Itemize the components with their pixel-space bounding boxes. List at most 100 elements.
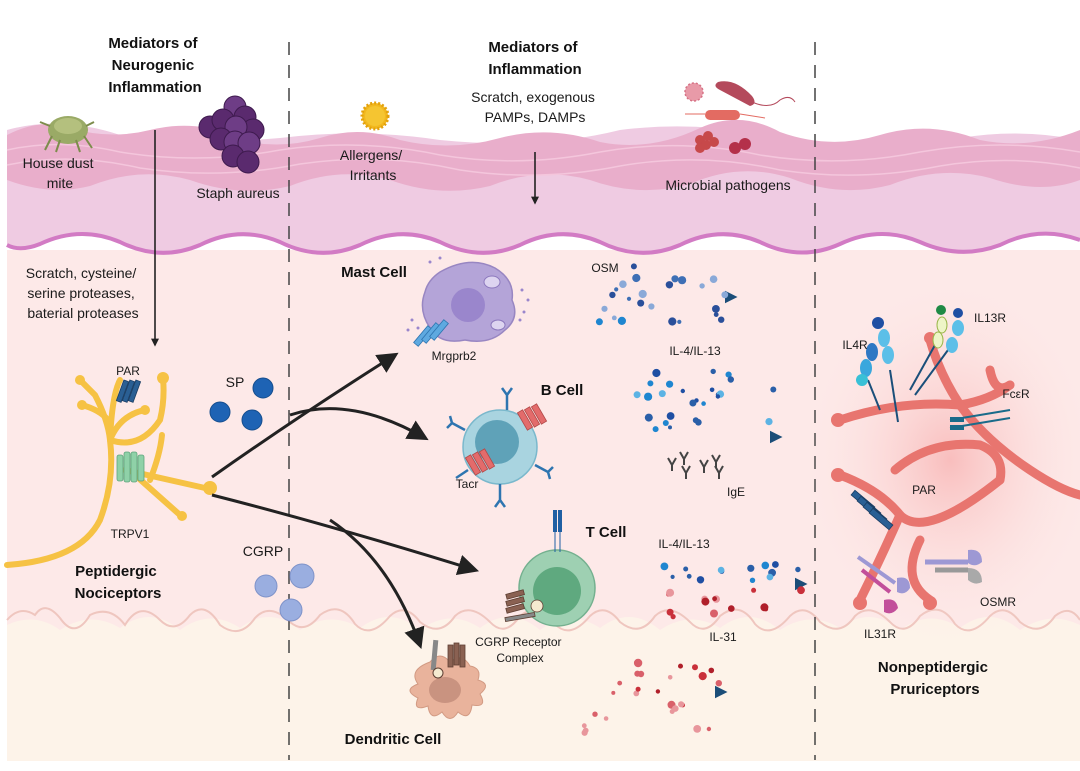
t-cell-label: T Cell [586,524,627,541]
cytokine-particle [668,317,677,326]
peptidergic-neuron [4,375,208,568]
cytokine-particle [581,723,587,729]
cytokine-particle [795,566,801,573]
cytokine-particle [710,609,718,618]
cytokine-particle [686,573,692,579]
cytokine-particle [666,380,674,388]
cytokine-particle [666,608,674,616]
peptidergic-nociceptors-label: Peptidergic Nociceptors [75,563,162,602]
cytokine-particle [635,686,641,692]
staph-aureus-icon [198,95,265,174]
cytokine-particle [667,675,673,680]
house-dust-mite-label: House dust mite [23,155,98,191]
cytokine-particle [637,670,645,678]
cytokine-particle [611,690,616,695]
cytokine-particle [632,273,641,283]
cytokine-particle [662,420,669,426]
ige-antibodies-icon [667,451,724,479]
il13r-label: IL13R [974,311,1006,325]
cytokine-particle [626,296,632,301]
cytokine-particle [666,588,675,597]
dendritic-cell-icon [409,639,486,719]
cytokine-particle [689,399,697,407]
trpv1-channel-icon [116,451,145,483]
il4-il13-b-label: IL-4/IL-13 [669,344,721,358]
neuron-terminals-right [831,332,937,610]
middle-panel-title: Mediators of Inflammation [488,39,581,78]
trpv1-label: TRPV1 [111,527,150,541]
cytokine-particle [658,390,666,398]
cytokine-particle [595,318,603,326]
nonpeptidergic-pruriceptors-label: Nonpeptidergic Pruriceptors [878,659,992,698]
il4r-receptor-icon [856,317,899,423]
cgrp-receptor-complex-label: CGRP Receptor Complex [475,635,565,665]
sp-label: SP [226,374,245,390]
cytokine-particle [670,614,676,620]
cytokine-particle [633,391,641,399]
cytokine-particle [619,280,627,289]
cytokine-particle [601,305,608,312]
cytokine-particle [611,315,617,321]
cytokine-particle [638,289,647,299]
il4-il13-b-particles [633,368,777,433]
cytokine-particle [617,680,623,686]
cytokine-particle [751,587,757,593]
cytokine-particle [647,380,654,387]
cytokine-particle [715,394,721,399]
cytokine-particle [696,576,705,584]
cytokine-particle [677,319,682,324]
cytokine-particle [765,418,773,426]
cytokine-particle [633,690,640,697]
microbial-pathogens-icon [684,81,796,154]
il4r-label: IL4R [842,338,868,352]
cytokine-particle [721,291,729,299]
fcer-receptor-icon [949,409,1011,430]
middle-panel: Mediators of Inflammation Scratch, exoge… [340,39,808,748]
cytokine-particle [581,729,588,736]
cytokine-particle [712,596,717,602]
mrgprb2-label: Mrgprb2 [432,349,477,363]
cytokine-particle [709,275,718,284]
par-receptor-icon [115,379,142,403]
cytokine-particle [678,276,687,285]
cytokine-particle [763,607,769,612]
cytokine-particle [727,376,734,383]
mrgprb2-receptor-icon [413,319,449,347]
cytokine-particle [660,562,669,571]
cytokine-particle [715,680,722,687]
dendritic-cell-label: Dendritic Cell [345,731,442,748]
cytokine-particle [644,413,653,422]
allergen-pollen-icon [360,101,390,131]
osmr-label: OSMR [980,595,1016,609]
cytokine-particle [710,368,716,375]
cytokine-particle [718,316,725,323]
b-cell-icon [446,387,554,508]
cgrp-receptor-complex-t-icon [504,589,544,623]
cytokine-particle [699,283,705,289]
staph-aureus-label: Staph aureus [196,185,279,201]
cytokine-particle [671,275,679,283]
cgrp-particles [254,563,315,622]
basement-membrane [6,231,1080,255]
cytokine-particle [680,388,685,394]
cytokine-particle [637,299,645,307]
cytokine-particle [668,425,672,430]
cytokine-particle [706,726,712,732]
il13r-receptor-icon [909,305,964,396]
cytokine-particle [728,605,735,612]
cytokine-particle [683,566,689,572]
cytokine-particle [725,371,732,378]
fcer-label: FcεR [1002,387,1030,401]
cytokine-particle [672,705,679,712]
cytokine-particle [708,667,715,674]
cytokine-particle [648,303,655,310]
cytokine-particle [633,658,643,668]
il31-label: IL-31 [709,630,737,644]
cytokine-particle [770,386,777,393]
neuron-terminals [75,372,217,521]
right-panel: IL4R IL13R FcεR PAR [800,275,1080,698]
cytokine-particle [761,561,770,570]
cytokine-particle [652,426,659,433]
sp-particles [209,377,274,431]
